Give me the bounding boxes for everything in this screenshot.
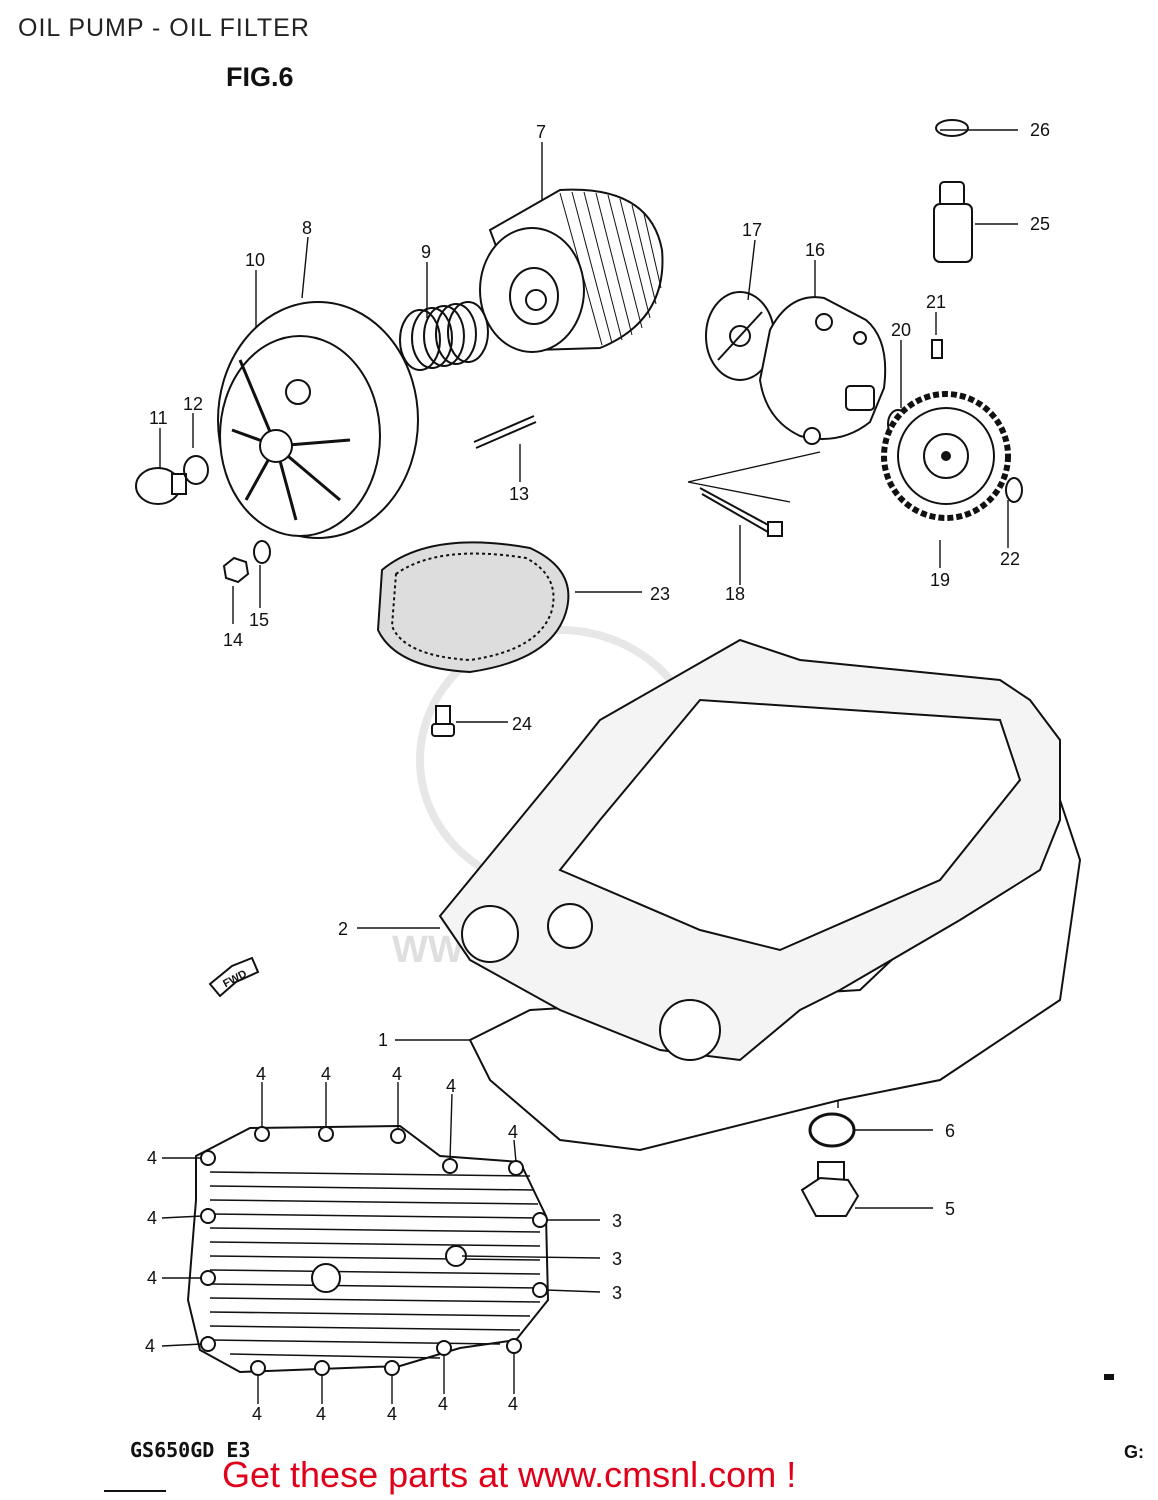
callout-4: 4: [446, 1076, 456, 1096]
screw-24: [431, 705, 455, 737]
oil-pan-gasket-2: [438, 638, 1061, 1062]
callout-7: 7: [536, 122, 546, 142]
callout-17: 17: [742, 220, 762, 240]
page-title: OIL PUMP - OIL FILTER: [18, 14, 310, 42]
callout-9: 9: [421, 242, 431, 262]
callout-18: 18: [725, 584, 745, 604]
figure-label: FIG.6: [226, 62, 294, 92]
fwd-arrow: FWD: [208, 956, 260, 998]
callout-4: 4: [256, 1064, 266, 1084]
callout-24: 24: [512, 714, 532, 734]
drain-bolt-11: [135, 467, 187, 505]
callout-4: 4: [438, 1394, 448, 1414]
washer-15: [253, 540, 271, 564]
lower-leader-lines: [161, 1082, 601, 1404]
callout-4: 4: [508, 1394, 518, 1414]
valve-25: [933, 181, 973, 263]
callout-4: 4: [508, 1122, 518, 1142]
callout-20: 20: [891, 320, 911, 340]
callout-4: 4: [392, 1064, 402, 1084]
callout-4: 4: [147, 1208, 157, 1228]
callout-2: 2: [338, 919, 348, 939]
callout-4: 4: [387, 1404, 397, 1424]
filter-cover-10: [217, 301, 419, 539]
callout-4: 4: [145, 1336, 155, 1356]
spring-9: [399, 301, 489, 371]
callout-26: 26: [1030, 120, 1050, 140]
callout-19: 19: [930, 570, 950, 590]
callout-3: 3: [612, 1211, 622, 1231]
scan-mark: [1104, 1374, 1114, 1380]
callout-labels: 7 8 9 10 11 12 13 14 15 17 16 26 25 21 2…: [145, 120, 1050, 1424]
callout-15: 15: [249, 610, 269, 630]
callout-5: 5: [945, 1199, 955, 1219]
callout-6: 6: [945, 1121, 955, 1141]
drain-plug-5: [800, 1161, 860, 1217]
callout-23: 23: [650, 584, 670, 604]
pin-21: [931, 339, 943, 359]
callout-13: 13: [509, 484, 529, 504]
callout-10: 10: [245, 250, 265, 270]
callout-12: 12: [183, 394, 203, 414]
gasket-6: [808, 1112, 856, 1148]
callout-4: 4: [147, 1268, 157, 1288]
callout-16: 16: [805, 240, 825, 260]
oil-strainer-23: [376, 541, 570, 674]
promo-link[interactable]: Get these parts at www.cmsnl.com !: [222, 1454, 797, 1495]
callout-22: 22: [1000, 549, 1020, 569]
o-ring-26: [935, 119, 969, 137]
underline-divider: [104, 1490, 166, 1492]
model-code-cut: G:: [1124, 1442, 1144, 1462]
washer-12: [183, 455, 209, 485]
circlip-22: [1005, 477, 1023, 503]
nut-14: [222, 556, 250, 584]
callout-4: 4: [316, 1404, 326, 1424]
pump-gear-19: [881, 391, 1011, 521]
leader-lines: [159, 129, 1018, 1209]
callout-3: 3: [612, 1283, 622, 1303]
bolt-18: [699, 487, 783, 537]
oil-pump-16: [758, 296, 887, 445]
callout-4: 4: [147, 1148, 157, 1168]
callout-3: 3: [612, 1249, 622, 1269]
oil-filter-7: [479, 188, 664, 353]
callout-11: 11: [149, 408, 168, 428]
callout-4: 4: [321, 1064, 331, 1084]
callout-14: 14: [223, 630, 243, 650]
oil-pan-cover: [186, 1124, 550, 1376]
callout-21: 21: [926, 292, 946, 312]
stud-13: [473, 415, 537, 449]
model-code: GS650GD E3: [130, 1438, 251, 1462]
callout-4: 4: [252, 1404, 262, 1424]
callout-8: 8: [302, 218, 312, 238]
callout-25: 25: [1030, 214, 1050, 234]
callout-1: 1: [378, 1030, 388, 1050]
